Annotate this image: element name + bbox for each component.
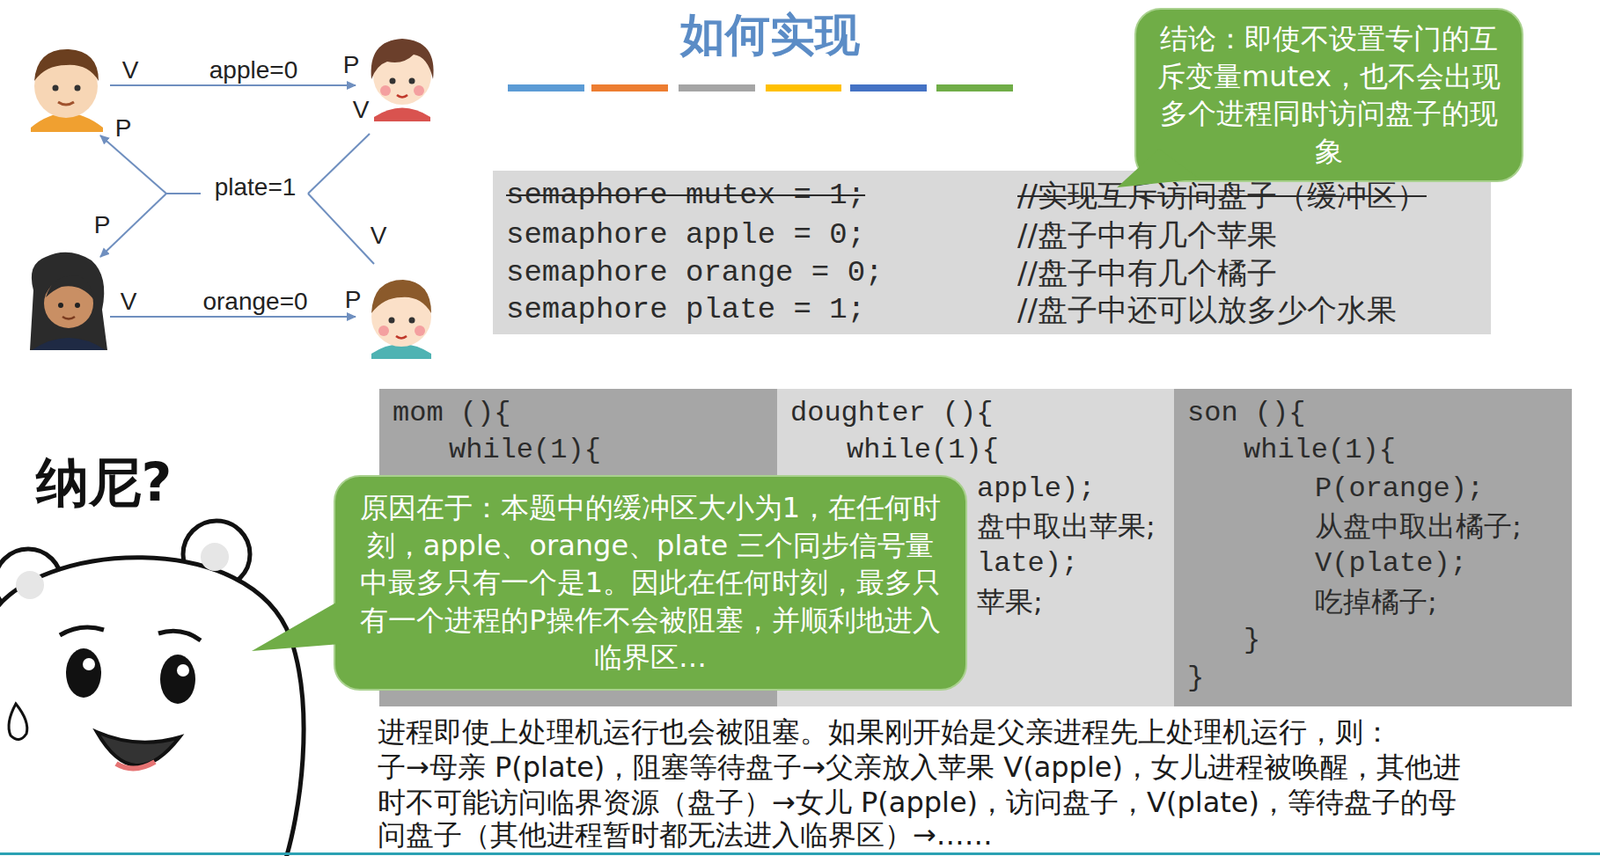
code-line: doughter (){ [790, 396, 993, 432]
callout-text: 原因在于：本题中的缓冲区大小为1，在任何时刻，apple、orange、plat… [354, 489, 947, 677]
semaphore-label: P [344, 286, 362, 315]
note-line: 子→母亲 P(plate)，阻塞等待盘子→父亲放入苹果 V(apple)，女儿进… [377, 752, 1461, 784]
code-line: //盘子中有几个橘子 [1017, 255, 1278, 291]
code-line: //盘子中有几个苹果 [1017, 217, 1278, 253]
semaphore-label: P [115, 115, 133, 143]
code-line: } [1243, 623, 1261, 659]
code-line: apple); [976, 471, 1095, 507]
code-line: V(plate); [1314, 546, 1468, 582]
code-line: semaphore mutex = 1; [506, 177, 866, 213]
semaphore-label: P [94, 212, 111, 240]
reason-callout: 原因在于：本题中的缓冲区大小为1，在任何时刻，apple、orange、plat… [333, 475, 968, 691]
callout-tail-shape [1116, 148, 1200, 188]
note-line: 时不可能访问临界资源（盘子）→女儿 P(apple)，访问盘子，V(plate)… [377, 787, 1457, 819]
code-line: 从盘中取出橘子; [1314, 508, 1522, 544]
code-line: semaphore plate = 1; [506, 292, 866, 328]
semaphore-label: V [352, 96, 370, 125]
note-line: 进程即使上处理机运行也会被阻塞。如果刚开始是父亲进程先上处理机运行，则： [377, 717, 1392, 749]
code-line: 盘中取出苹果; [976, 508, 1156, 544]
callout-tail-shape [251, 600, 341, 652]
code-line: 吃掉橘子; [1314, 584, 1438, 620]
exclamation-text: 纳尼? [36, 453, 173, 512]
semaphore-code-box: semaphore mutex = 1; //实现互斥访问盘子（缓冲区） semap… [492, 170, 1491, 335]
code-line: mom (){ [392, 396, 511, 432]
code-line: P(orange); [1314, 471, 1484, 507]
son-process-code: son (){while(1){P(orange);从盘中取出橘子;V(plat… [1174, 388, 1572, 707]
code-line: //实现互斥访问盘子（缓冲区） [1017, 177, 1427, 213]
code-line: while(1){ [1243, 433, 1396, 469]
code-line: while(1){ [846, 433, 999, 469]
code-line: //盘子中还可以放多少个水果 [1017, 292, 1397, 328]
semaphore-label: plate=1 [214, 174, 297, 202]
semaphore-label: apple=0 [209, 57, 298, 85]
semaphore-label: orange=0 [202, 288, 308, 316]
conclusion-callout: 结论：即使不设置专门的互斥变量mutex，也不会出现多个进程同时访问盘子的现象 [1134, 7, 1524, 183]
code-line: semaphore orange = 0; [506, 255, 883, 291]
code-line: son (){ [1187, 396, 1306, 432]
callout-text: 结论：即使不设置专门的互斥变量mutex，也不会出现多个进程同时访问盘子的现象 [1153, 20, 1505, 170]
code-line: 苹果; [976, 584, 1043, 620]
callout-tail [1136, 9, 1138, 11]
code-line: while(1){ [448, 433, 602, 469]
code-line: semaphore apple = 0; [506, 217, 866, 253]
slide-title: 如何实现 [680, 5, 860, 67]
semaphore-label: V [120, 288, 138, 316]
callout-tail [335, 477, 337, 478]
note-line: 问盘子（其他进程暂时都无法进入临界区）→…… [377, 820, 993, 852]
code-line: late); [976, 546, 1079, 582]
semaphore-label: P [343, 51, 360, 80]
semaphore-label: V [370, 222, 388, 250]
code-line: } [1187, 660, 1204, 697]
semaphore-label: V [122, 57, 140, 85]
